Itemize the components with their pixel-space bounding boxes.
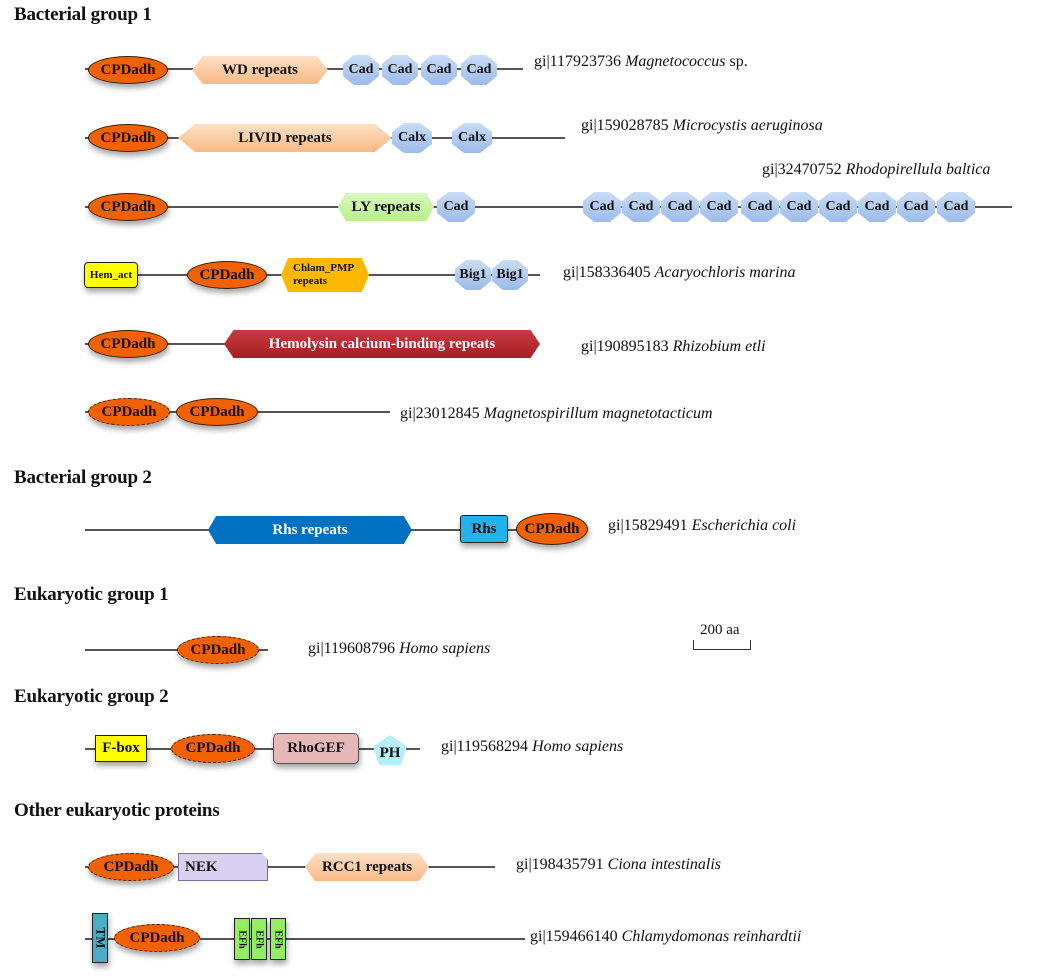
rcc1-repeats-domain: RCC1 repeats — [305, 853, 429, 881]
efh-domain: EFh — [251, 918, 267, 960]
protein-label: gi|159466140 Chlamydomonas reinhardtii — [530, 928, 802, 945]
cad-domain: Cad — [461, 55, 497, 85]
protein-backbone — [85, 938, 525, 940]
big1-domain: Big1 — [455, 260, 491, 290]
scale-bar-line — [693, 649, 751, 650]
protein-label: gi|32470752 Rhodopirellula baltica — [762, 161, 991, 178]
rhs-domain: Rhs — [460, 515, 508, 543]
group-title-eukaryotic-2: Eukaryotic group 2 — [14, 686, 169, 707]
cad-domain: Cad — [819, 192, 857, 222]
cad-domain: Cad — [937, 192, 975, 222]
chlam-pmp-repeats-domain: Chlam_PMP repeats — [281, 258, 369, 292]
big1-domain: Big1 — [492, 260, 528, 290]
cpdadh-domain: CPDadh — [187, 261, 267, 289]
calx-domain: Calx — [392, 123, 432, 153]
cad-domain: Cad — [858, 192, 896, 222]
cpdadh-domain: CPDadh — [176, 398, 258, 426]
rhs-repeats-domain: Rhs repeats — [208, 516, 412, 544]
scale-bar-label: 200 aa — [700, 622, 740, 638]
efh-domain: EFh — [270, 918, 286, 960]
scale-bar-tick-left — [693, 640, 694, 650]
protein-label: gi|119568294 Homo sapiens — [441, 738, 624, 755]
protein-label: gi|158336405 Acaryochloris marina — [563, 264, 796, 281]
wd-repeats-domain: WD repeats — [192, 56, 328, 84]
nek-domain: NEK — [178, 853, 268, 881]
group-title-bacterial-2: Bacterial group 2 — [14, 467, 152, 488]
cad-domain: Cad — [741, 192, 779, 222]
scale-bar: 200 aa — [693, 622, 751, 650]
protein-backbone — [85, 866, 495, 868]
cpdadh-domain: CPDadh — [88, 56, 168, 84]
protein-backbone — [85, 649, 268, 651]
cpdadh-domain: CPDadh — [88, 330, 168, 358]
cpdadh-domain-putative: CPDadh — [88, 853, 174, 881]
cad-domain: Cad — [382, 55, 418, 85]
protein-label: gi|159028785 Microcystis aeruginosa — [581, 117, 823, 134]
f-box-domain: F-box — [95, 735, 147, 762]
hem-act-domain: Hem_act — [84, 262, 138, 288]
calx-domain: Calx — [452, 123, 492, 153]
protein-label: gi|117923736 Magnetococcus sp. — [534, 53, 748, 70]
cad-domain: Cad — [343, 55, 379, 85]
cpdadh-domain-putative: CPDadh — [177, 636, 259, 664]
hemolysin-repeats-domain: Hemolysin calcium-binding repeats — [224, 330, 540, 358]
cad-domain: Cad — [897, 192, 935, 222]
cad-domain: Cad — [437, 192, 475, 222]
cpdadh-domain-putative: CPDadh — [114, 924, 200, 952]
cad-domain: Cad — [622, 192, 660, 222]
cpdadh-domain: CPDadh — [88, 193, 168, 221]
group-title-bacterial-1: Bacterial group 1 — [14, 4, 152, 25]
cad-domain: Cad — [583, 192, 621, 222]
group-title-other-eukaryotic: Other eukaryotic proteins — [14, 800, 220, 821]
cad-domain: Cad — [700, 192, 738, 222]
protein-label: gi|23012845 Magnetospirillum magnetotact… — [400, 405, 713, 422]
ly-repeats-domain: LY repeats — [338, 193, 434, 221]
tm-domain: TM — [92, 913, 108, 963]
cpdadh-domain-putative: CPDadh — [88, 398, 170, 426]
ph-domain: PH — [373, 735, 407, 765]
rhogef-domain: RhoGEF — [273, 733, 359, 764]
cpdadh-domain-putative: CPDadh — [171, 734, 255, 763]
protein-backbone — [85, 206, 1012, 208]
cad-domain: Cad — [780, 192, 818, 222]
protein-label: gi|15829491 Escherichia coli — [608, 517, 797, 534]
scale-bar-tick-right — [750, 640, 751, 650]
livid-repeats-domain: LIVID repeats — [178, 124, 392, 152]
cad-domain: Cad — [661, 192, 699, 222]
cpdadh-domain: CPDadh — [516, 513, 588, 545]
protein-label: gi|190895183 Rhizobium etli — [581, 338, 766, 355]
cpdadh-domain: CPDadh — [88, 124, 168, 152]
cad-domain: Cad — [421, 55, 457, 85]
group-title-eukaryotic-1: Eukaryotic group 1 — [14, 584, 169, 605]
efh-domain: EFh — [234, 918, 250, 960]
protein-label: gi|198435791 Ciona intestinalis — [516, 856, 721, 873]
protein-label: gi|119608796 Homo sapiens — [308, 640, 491, 657]
